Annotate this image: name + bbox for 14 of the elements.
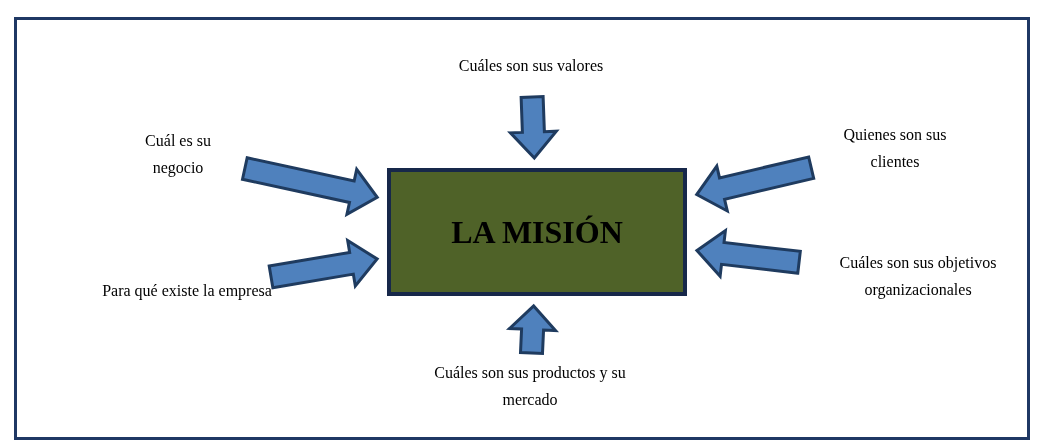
question-text: Cuáles son sus valores [458,56,604,77]
title-text: LA MISIÓN [451,213,623,251]
question-text: Quienes son sus clientes [842,124,948,172]
question-text: Cuáles son sus objetivos organizacionales [838,252,998,301]
question-text: Cuál es su negocio [144,130,212,179]
block-arrow [694,155,816,214]
block-arrow [240,156,380,218]
block-arrow [505,303,560,356]
question-text: Cuáles son sus productos y su mercado [433,362,627,410]
mission-box [387,168,687,296]
block-arrow [507,95,560,161]
question-text: Para qué existe la empresa [102,281,272,302]
block-arrow [267,237,380,290]
block-arrow [694,227,802,280]
